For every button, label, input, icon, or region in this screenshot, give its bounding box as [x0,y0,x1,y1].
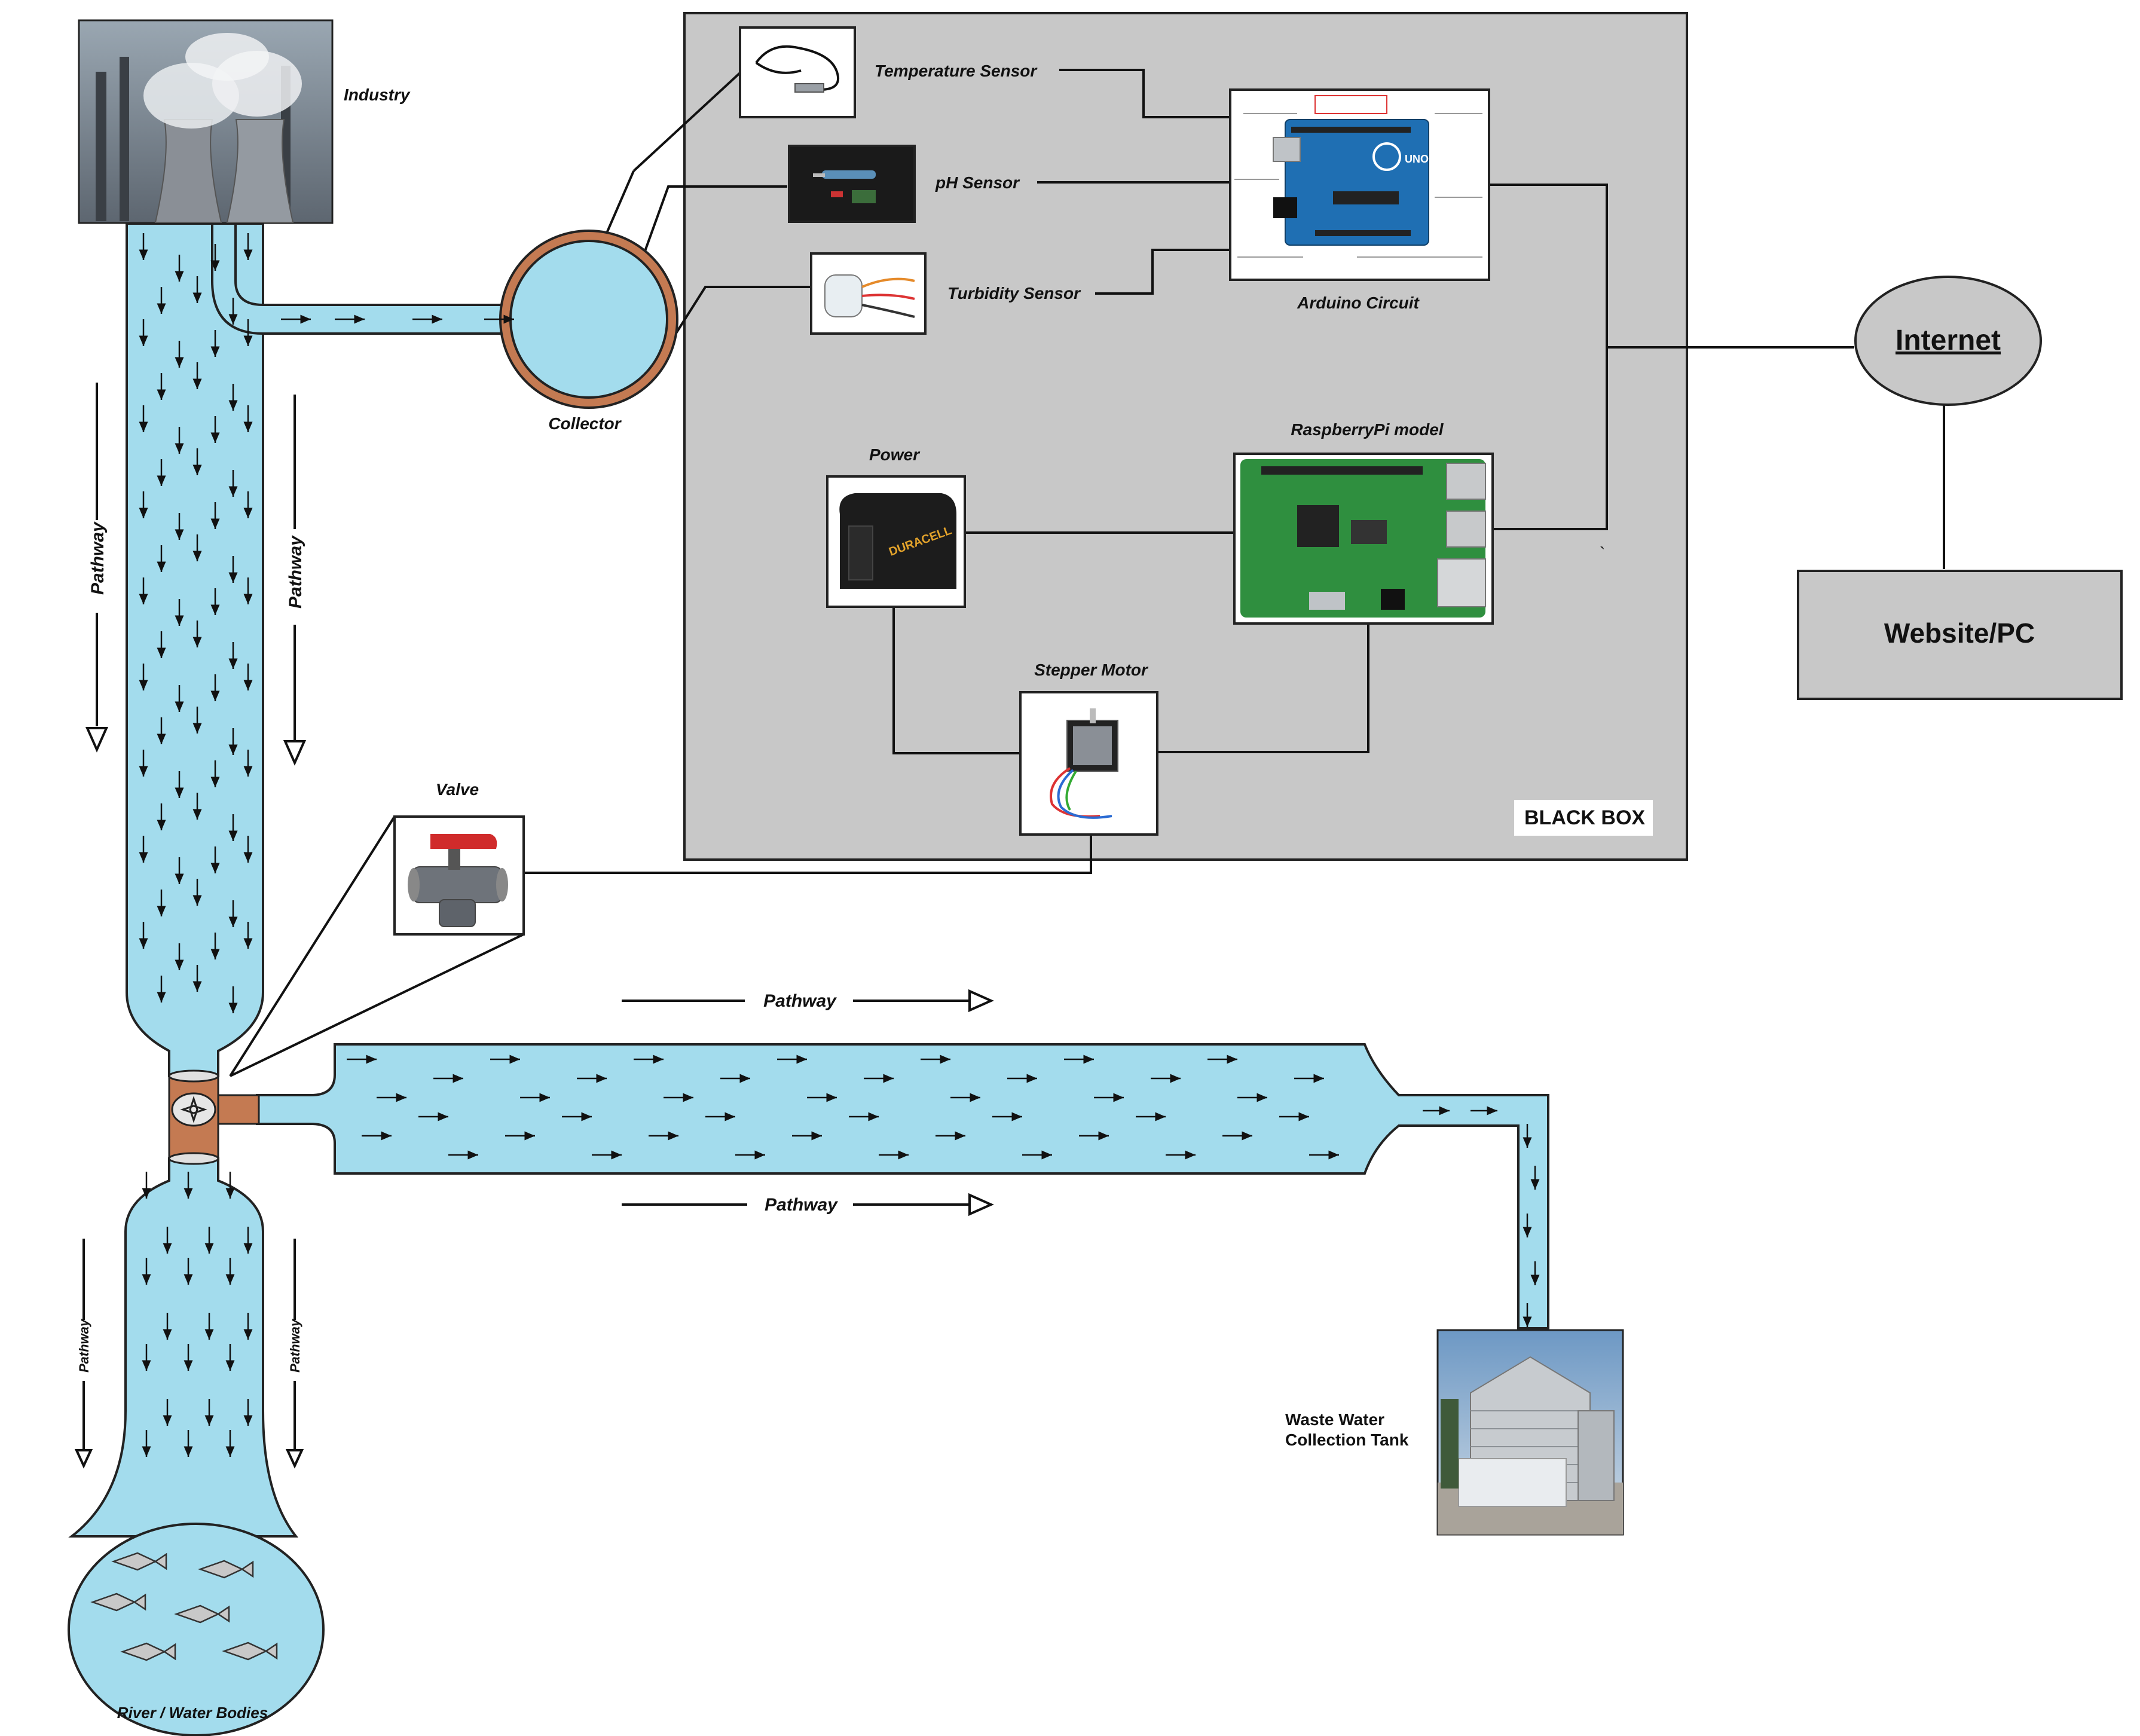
pathway-lower-left: Pathway [74,1239,93,1469]
valve-callout-line-1 [229,815,396,1077]
raspberry-pi-board-icon [1240,459,1486,618]
power-photo: DURACELL [826,475,966,608]
river-label: River / Water Bodies [117,1704,268,1722]
waste-water-tank-photo [1436,1329,1624,1536]
waste-water-label-line2: Collection Tank [1285,1431,1409,1449]
main-pipe-upper [126,222,264,1077]
raspberry-to-line [1493,347,1608,530]
arduino-to-internet-line [1488,184,1854,349]
valve-label: Valve [436,780,479,799]
waste-water-label-line1: Waste Water [1285,1410,1384,1429]
raspberrypi-photo [1233,453,1494,625]
valve-callout-line-2 [230,933,524,1077]
internet-label: Internet [1896,325,2001,356]
collector-branch-pipe [211,222,506,335]
stepper-to-valve-line [524,835,1092,874]
collector-to-temp-line-2 [632,71,742,172]
temperature-probe-icon [755,45,839,93]
industry-label: Industry [344,85,411,104]
horizontal-pipe [256,1043,1549,1329]
pathway-upper-right: Pathway [283,395,307,766]
stepper-motor-icon [1050,708,1118,819]
website-pc-label: Website/PC [1884,618,2035,649]
fish-icon [198,1560,254,1579]
arduino-circuit-label: Arduino Circuit [1297,294,1420,312]
power-label: Power [869,445,921,464]
main-pipe-lower [68,1157,299,1538]
pathway-label-4: Pathway [288,1318,302,1373]
pathway-lower-right: Pathway [285,1239,304,1469]
water-pipes [68,222,1549,1538]
raspberrypi-label: RaspberryPi model [1291,420,1444,439]
ph-sensor-label: pH Sensor [935,173,1020,192]
internet-node [1854,276,2042,406]
black-box-label: BLACK BOX [1524,806,1645,829]
collector-vessel [499,230,678,409]
fish-group [90,1552,278,1661]
temperature-sensor-label: Temperature Sensor [875,62,1038,80]
industry-photo [78,19,334,224]
valve-photo [393,815,525,936]
stepper-motor-label: Stepper Motor [1034,661,1149,679]
ph-probe-icon [813,170,876,203]
steel-silo-tank-icon [1438,1356,1623,1535]
pathway-upper-left: Pathway [85,383,109,753]
pathway-label-2: Pathway [286,535,305,609]
fish-icon [222,1642,278,1661]
website-pc-box [1797,570,2123,700]
temperature-sensor-photo [739,26,856,118]
pathway-top-horizontal: Pathway [622,989,994,1013]
arduino-uno-board-icon: UNO [1234,95,1482,258]
stepper-motor-photo [1019,691,1158,836]
battery-power-pack-icon: DURACELL [839,493,956,589]
black-box-panel [683,12,1688,861]
pathway-label-1: Pathway [88,521,108,595]
stray-mark: ` [1600,544,1605,563]
fish-icon [174,1604,230,1624]
black-box-label-bg [1514,800,1653,836]
turbidity-sensor-icon [824,274,915,318]
fish-icon [120,1642,176,1661]
turbidity-to-arduino-line [1095,249,1230,295]
three-way-ball-valve-icon [408,834,508,927]
ph-sensor-photo [788,145,916,223]
pathway-label-5: Pathway [763,991,837,1011]
turbidity-sensor-photo [810,252,927,335]
stepper-to-raspberry-line [1157,624,1369,753]
fish-icon [90,1593,146,1612]
turbidity-sensor-label: Turbidity Sensor [947,284,1081,302]
temp-to-arduino-line [1059,69,1230,118]
collector-label: Collector [548,414,622,433]
river-water-body [68,1523,325,1736]
flow-arrows [139,233,1540,1457]
pathway-label-3: Pathway [77,1318,91,1373]
cooling-towers-icon [96,33,302,223]
arduino-logo-text: UNO [1405,153,1429,165]
arduino-circuit-photo: UNO [1229,88,1490,281]
pathway-bottom-horizontal: Pathway [622,1193,994,1217]
power-to-stepper-line [892,607,1020,754]
valve-junction [168,1069,260,1165]
fish-icon [111,1552,167,1571]
pathway-label-6: Pathway [765,1195,838,1215]
